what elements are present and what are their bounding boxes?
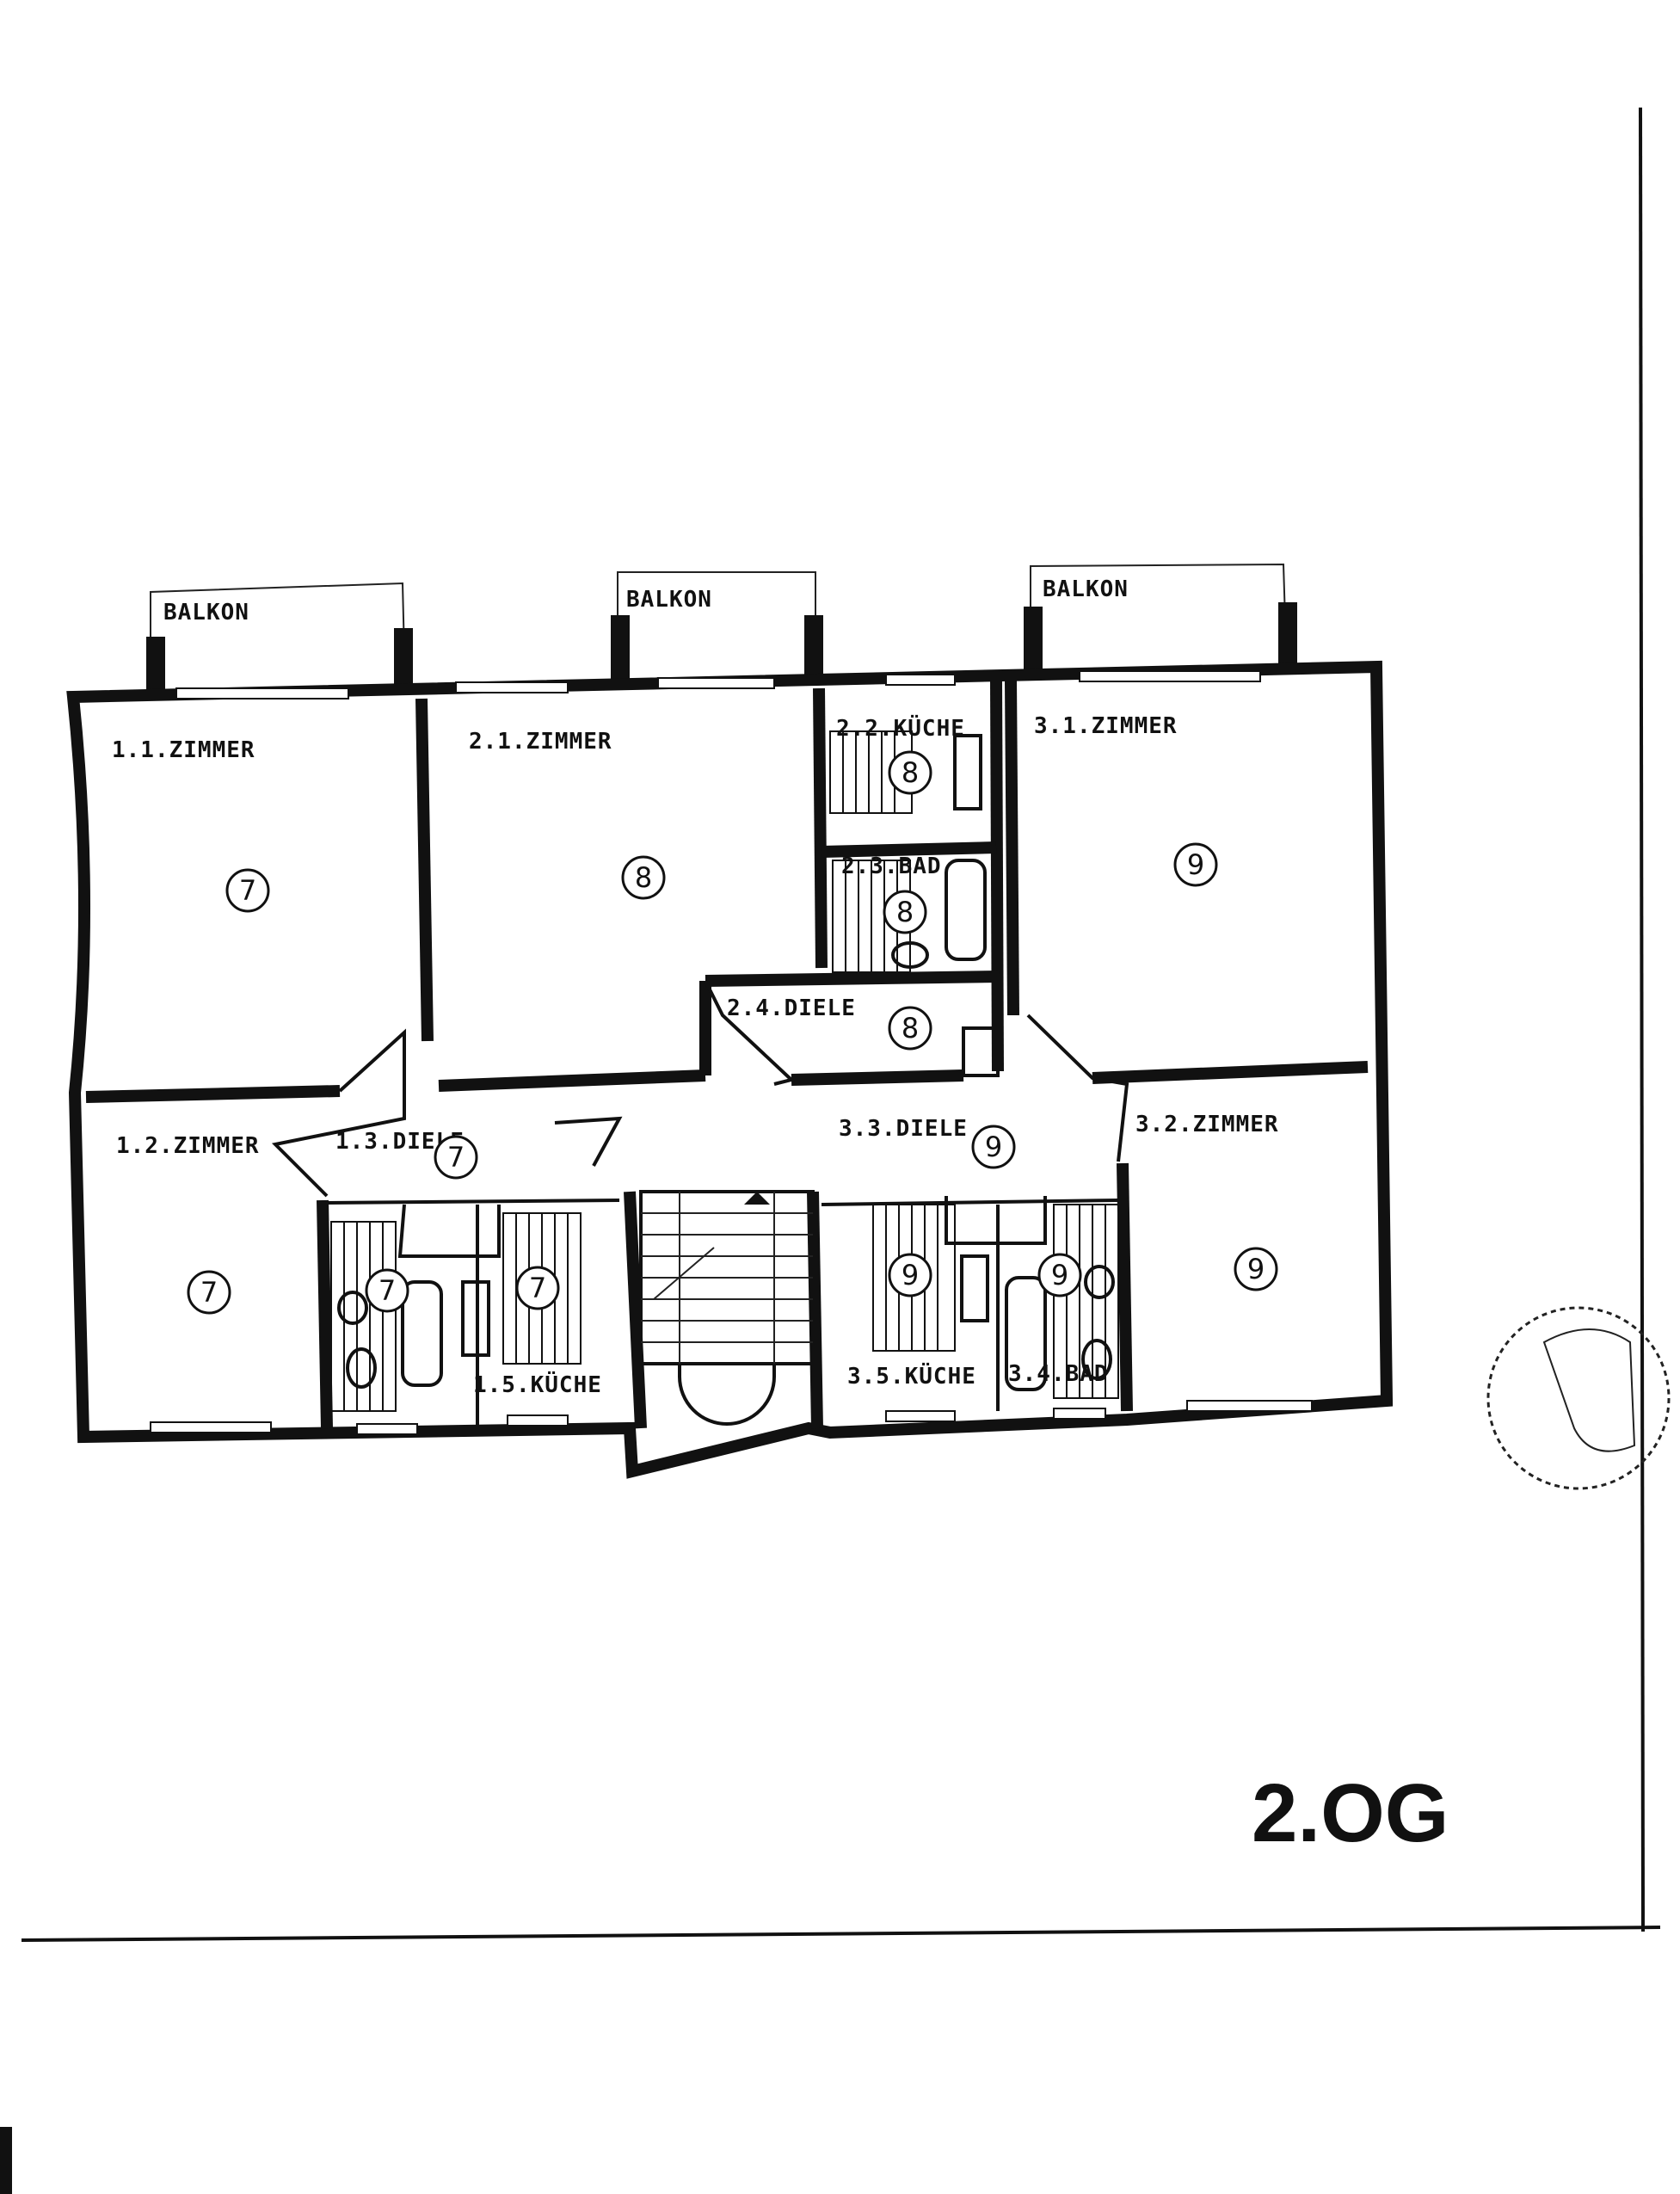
bathtub <box>401 1280 443 1387</box>
toilet <box>891 941 929 969</box>
page-bottom-border <box>21 1926 1661 1942</box>
unit-number-r23: 8 <box>896 896 914 928</box>
unit-number-circle <box>888 1006 932 1051</box>
tiled-areas <box>330 730 1119 1412</box>
toilet <box>346 1347 377 1389</box>
room-label-r35: 3.5.KÜCHE <box>847 1361 976 1390</box>
unit-number-r31: 9 <box>1187 848 1204 881</box>
balcony-label: BALKON <box>626 587 712 613</box>
unit-number-circle <box>1173 842 1218 887</box>
room-label-r31: 3.1.ZIMMER <box>1034 713 1178 739</box>
bathtub <box>1005 1276 1047 1391</box>
unit-number-circle <box>888 750 932 795</box>
official-stamp-seal <box>1486 1306 1671 1490</box>
unit-number-circle <box>883 890 927 934</box>
staircase <box>639 1190 815 1426</box>
unit-number-circle <box>971 1125 1016 1169</box>
unit-number-r34: 9 <box>1051 1259 1068 1291</box>
washbasin <box>337 1291 368 1325</box>
room-label-r24: 2.4.DIELE <box>727 995 856 1021</box>
balcony-left: BALKON <box>146 582 413 693</box>
unit-number-circle <box>515 1266 560 1310</box>
unit-number-r32: 9 <box>1247 1253 1265 1285</box>
unit-number-circle <box>365 1268 409 1313</box>
unit-number-circle <box>621 855 666 900</box>
unit-number-r35: 9 <box>902 1259 919 1291</box>
bathtub <box>945 859 987 961</box>
unit-number-circle <box>434 1135 478 1180</box>
room-label-r32: 3.2.ZIMMER <box>1135 1112 1279 1137</box>
room-label-r23: 2.3.BAD <box>841 854 942 879</box>
stove <box>953 734 982 810</box>
room-label-r12: 1.2.ZIMMER <box>116 1133 260 1159</box>
unit-number-r33: 9 <box>985 1131 1002 1163</box>
stove <box>461 1280 490 1357</box>
balcony-right: BALKON <box>1024 563 1297 675</box>
unit-number-circle <box>187 1270 231 1315</box>
balcony-label: BALKON <box>163 600 249 626</box>
rooms: 1.1.ZIMMER71.2.ZIMMER71.3.DIELE771.5.KÜC… <box>112 713 1279 1398</box>
level-label: 2.OG <box>1252 1767 1449 1859</box>
room-label-r33: 3.3.DIELE <box>839 1116 968 1142</box>
unit-number-r21: 8 <box>635 861 652 894</box>
unit-number-r15: 7 <box>529 1272 546 1304</box>
unit-number-r11: 7 <box>239 874 256 907</box>
windows-bottom <box>150 1400 1313 1435</box>
balcony-center: BALKON <box>611 571 823 684</box>
page-right-border <box>1639 107 1645 1932</box>
fixtures <box>337 734 1115 1391</box>
room-label-r21: 2.1.ZIMMER <box>469 729 612 755</box>
unit-number-r22: 8 <box>902 756 919 789</box>
stove <box>960 1254 989 1322</box>
unit-number-r24: 8 <box>902 1012 919 1045</box>
unit-number-r14: 7 <box>378 1274 396 1307</box>
exterior-wall <box>66 660 1394 1479</box>
unit-number-circle <box>1234 1247 1278 1291</box>
balcony-label: BALKON <box>1043 576 1129 602</box>
chimney-shaft <box>962 1026 1000 1077</box>
unit-number-circle <box>225 868 270 913</box>
unit-number-r12: 7 <box>200 1276 218 1309</box>
scan-edge-mark <box>0 2127 12 2194</box>
room-label-r15: 1.5.KÜCHE <box>473 1370 602 1398</box>
interior-walls <box>85 679 1369 1429</box>
windows-top <box>175 670 1261 699</box>
unit-number-circle <box>888 1253 932 1297</box>
washbasin <box>1084 1265 1115 1299</box>
room-label-r34: 3.4.BAD <box>1008 1361 1109 1387</box>
toilet <box>1081 1339 1112 1380</box>
room-label-r22: 2.2.KÜCHE <box>836 713 965 742</box>
room-label-r11: 1.1.ZIMMER <box>112 737 255 763</box>
unit-number-circle <box>1037 1253 1082 1297</box>
door-arrows <box>271 980 1129 1198</box>
unit-number-r13: 7 <box>447 1141 465 1174</box>
